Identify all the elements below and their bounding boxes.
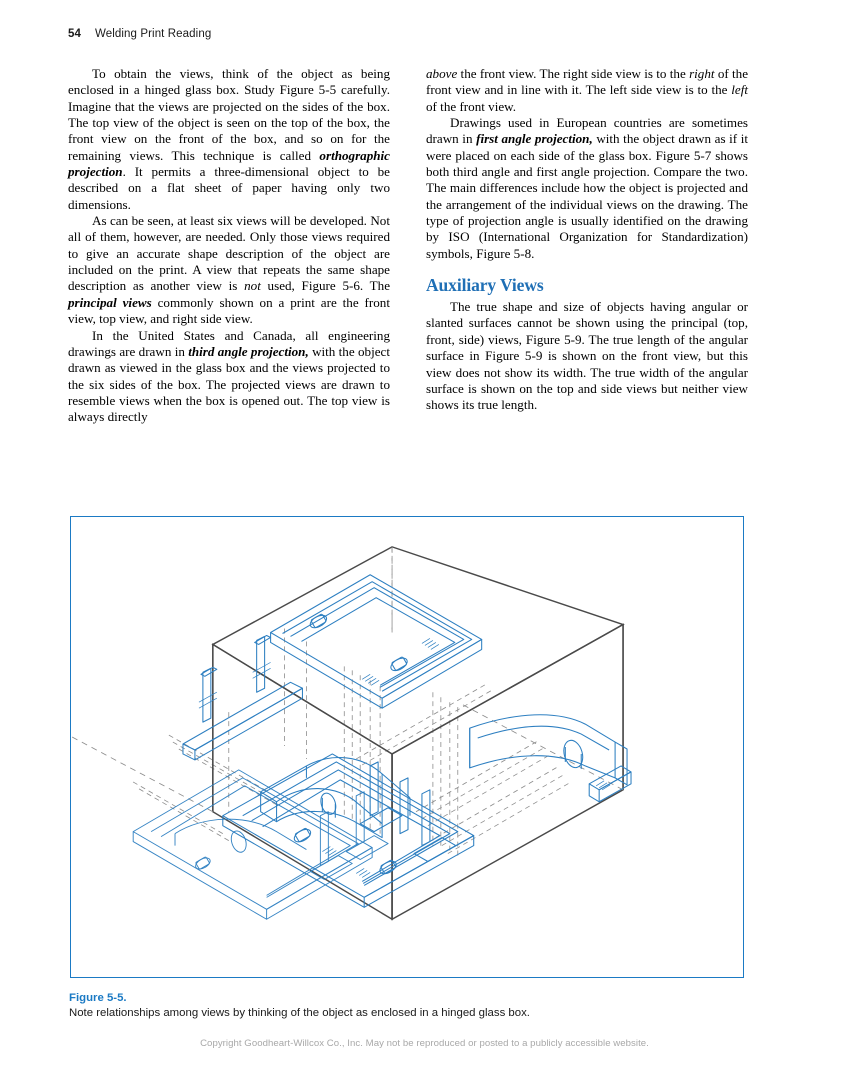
- left-column: To obtain the views, think of the object…: [68, 66, 390, 426]
- top-view-projection: [270, 574, 483, 709]
- glass-box-wireframe: [211, 546, 625, 921]
- front-view-object: [222, 753, 475, 908]
- paragraph-3: In the United States and Canada, all eng…: [68, 327, 390, 425]
- paragraph-5: Drawings used in European countries are …: [426, 115, 748, 261]
- left-side-view-projection: [182, 634, 303, 761]
- paragraph-2: As can be seen, at least six views will …: [68, 213, 391, 327]
- figure-caption-title: Figure 5-5.: [69, 992, 127, 1004]
- paragraph-6: The true shape and size of objects havin…: [426, 299, 748, 413]
- projection-lines: [131, 546, 572, 859]
- paragraph-4: above the front view. The right side vie…: [426, 66, 749, 114]
- article-body: To obtain the views, think of the object…: [68, 66, 748, 426]
- bottom-view-projection: [132, 769, 389, 920]
- figure-caption: Figure 5-5. Note relationships among vie…: [69, 992, 759, 1020]
- right-side-view-projection: [469, 714, 632, 803]
- book-title: Welding Print Reading: [95, 28, 212, 40]
- section-heading-auxiliary-views: Auxiliary Views: [426, 275, 544, 296]
- glass-box-floor: [71, 703, 624, 813]
- right-column: above the front view. The right side vie…: [426, 66, 748, 426]
- running-head: 54 Welding Print Reading: [68, 28, 211, 40]
- page-number: 54: [68, 28, 81, 40]
- copyright-footer: Copyright Goodheart-Willcox Co., Inc. Ma…: [200, 1038, 649, 1049]
- figure-5-5-frame: [70, 516, 744, 978]
- glass-box-isometric-illustration: [71, 546, 632, 921]
- figure-caption-text: Note relationships among views by thinki…: [69, 1007, 530, 1019]
- paragraph-1: To obtain the views, think of the object…: [68, 66, 390, 212]
